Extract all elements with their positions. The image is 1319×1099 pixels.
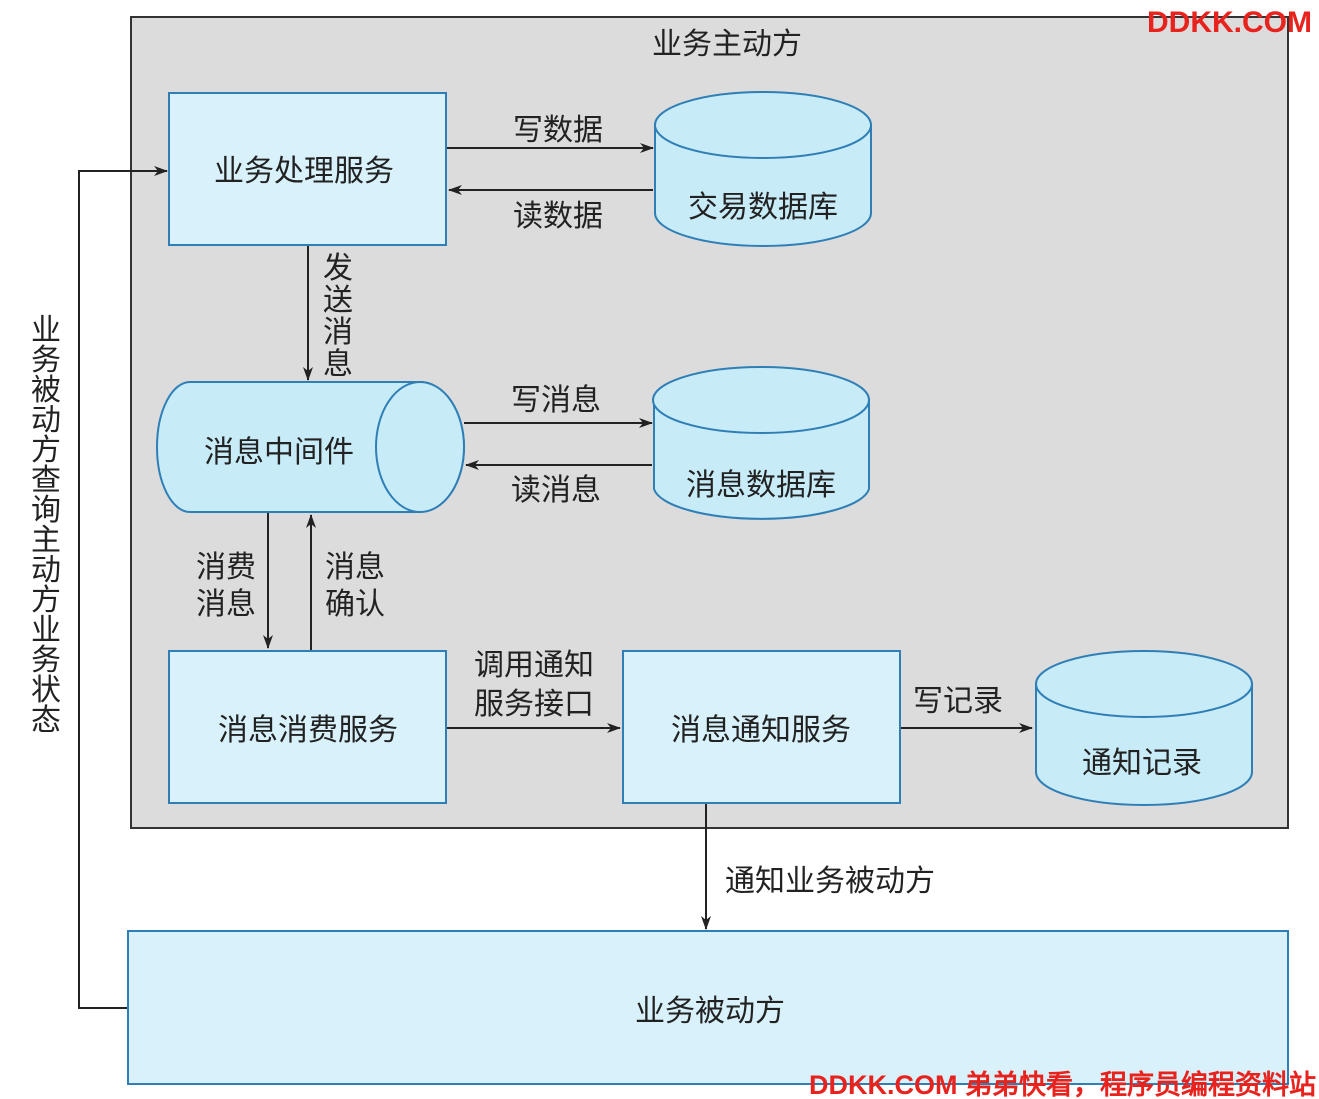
ack-label-line1: 消息 bbox=[325, 550, 385, 585]
call-notify-label-line2: 服务接口 bbox=[474, 687, 594, 722]
business-service-label: 业务处理服务 bbox=[214, 154, 394, 189]
passive-side-label: 业务被动方 bbox=[635, 994, 785, 1029]
message-middleware bbox=[156, 381, 465, 513]
notify-record-db bbox=[1035, 650, 1253, 806]
watermark-bottom: DDKK.COM 弟弟快看，程序员编程资料站 bbox=[809, 1069, 1316, 1099]
call-notify-label-line1: 调用通知 bbox=[474, 648, 594, 683]
write-record-label: 写记录 bbox=[913, 684, 1003, 719]
message-middleware-label: 消息中间件 bbox=[204, 435, 354, 470]
notify-record-label: 通知记录 bbox=[1082, 746, 1202, 781]
query-status-arrow bbox=[78, 166, 168, 1009]
message-db bbox=[652, 366, 870, 520]
query-status-label: 业务被动方查询主动方业务状态 bbox=[31, 313, 61, 738]
read-message-label: 读消息 bbox=[511, 473, 601, 508]
consumer-service-label: 消息消费服务 bbox=[218, 713, 398, 748]
consume-label-line1: 消费 bbox=[196, 550, 256, 585]
read-data-label: 读数据 bbox=[513, 199, 603, 234]
watermark-top: DDKK.COM bbox=[1147, 6, 1312, 39]
write-data-label: 写数据 bbox=[513, 113, 603, 148]
notifier-service-label: 消息通知服务 bbox=[671, 713, 851, 748]
trade-db-label: 交易数据库 bbox=[688, 190, 838, 225]
consume-label-line2: 消息 bbox=[196, 587, 256, 622]
notify-passive-label: 通知业务被动方 bbox=[725, 864, 935, 899]
send-message-label: 发送消息 bbox=[323, 251, 353, 382]
business-service-box bbox=[168, 92, 447, 246]
message-db-label: 消息数据库 bbox=[686, 468, 836, 503]
notifier-service-box bbox=[622, 650, 901, 804]
ack-label-line2: 确认 bbox=[325, 587, 385, 622]
trade-db bbox=[654, 91, 872, 247]
consumer-service-box bbox=[168, 650, 447, 804]
region-title: 业务主动方 bbox=[652, 27, 802, 62]
passive-side-box bbox=[127, 930, 1289, 1085]
write-message-label: 写消息 bbox=[511, 383, 601, 418]
